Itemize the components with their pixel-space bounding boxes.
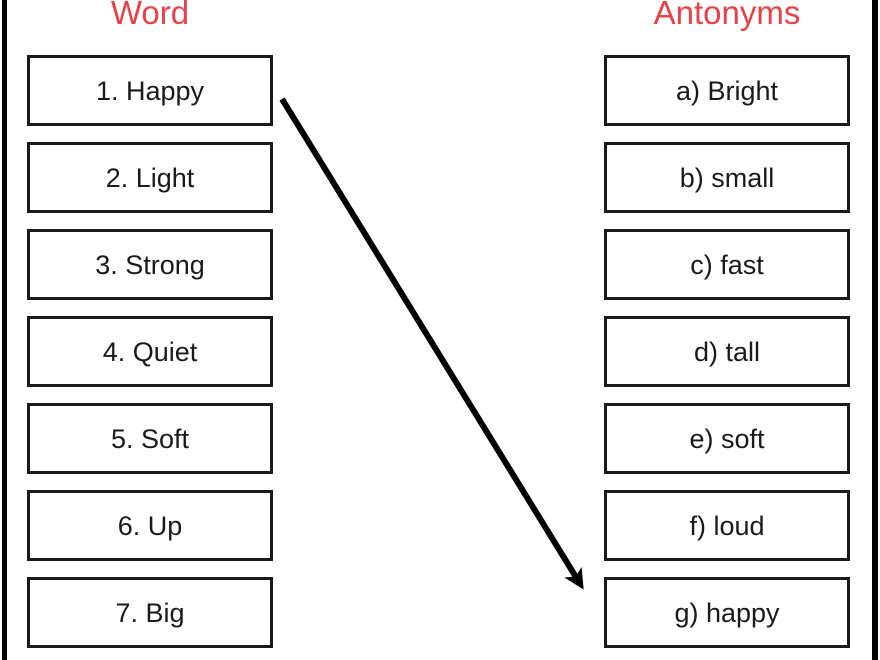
word-item-1[interactable]: 1. Happy [27, 55, 273, 126]
antonym-item-e[interactable]: e) soft [604, 403, 850, 474]
word-item-6[interactable]: 6. Up [27, 490, 273, 561]
antonym-item-d[interactable]: d) tall [604, 316, 850, 387]
word-item-2-label: 2. Light [105, 162, 195, 193]
right-column-title: Antonyms [653, 0, 801, 31]
left-page-edge-bar [2, 0, 7, 660]
word-item-3[interactable]: 3. Strong [27, 229, 273, 300]
word-item-7[interactable]: 7. Big [27, 577, 273, 648]
antonym-item-d-label: d) tall [693, 336, 761, 367]
antonym-item-g[interactable]: g) happy [604, 577, 850, 648]
left-column-title: Word [110, 0, 190, 31]
antonym-item-g-label: g) happy [674, 597, 780, 628]
word-item-5[interactable]: 5. Soft [27, 403, 273, 474]
antonym-item-a-label: a) Bright [675, 75, 779, 106]
connection-arrow-happy-to-happy [279, 97, 584, 590]
antonym-item-f-label: f) loud [689, 510, 765, 541]
word-item-2[interactable]: 2. Light [27, 142, 273, 213]
word-item-3-label: 3. Strong [95, 249, 205, 280]
word-item-5-label: 5. Soft [110, 423, 190, 454]
word-item-7-label: 7. Big [115, 597, 185, 628]
word-item-1-label: 1. Happy [95, 75, 205, 106]
antonym-item-b-label: b) small [679, 162, 775, 193]
word-item-4-label: 4. Quiet [102, 336, 198, 367]
antonym-item-c[interactable]: c) fast [604, 229, 850, 300]
antonym-item-e-label: e) soft [689, 423, 765, 454]
antonym-item-a[interactable]: a) Bright [604, 55, 850, 126]
word-item-6-label: 6. Up [117, 510, 183, 541]
antonym-item-f[interactable]: f) loud [604, 490, 850, 561]
right-page-edge-bar [872, 0, 878, 660]
antonym-item-b[interactable]: b) small [604, 142, 850, 213]
antonym-item-c-label: c) fast [690, 249, 764, 280]
word-item-4[interactable]: 4. Quiet [27, 316, 273, 387]
